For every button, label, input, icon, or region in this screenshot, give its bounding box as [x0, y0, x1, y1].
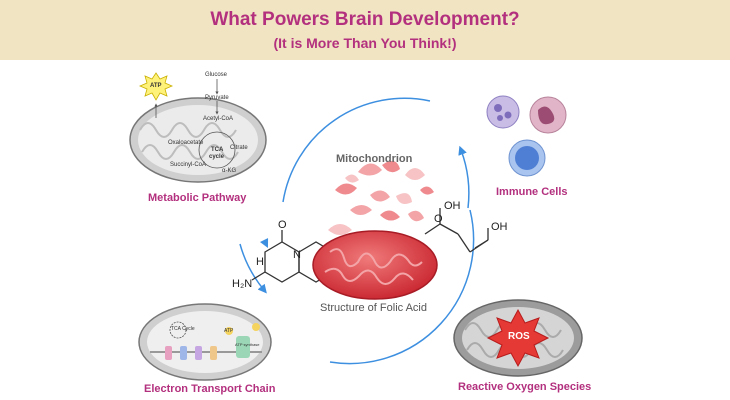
step-pyruvate: Pyruvate [205, 95, 229, 101]
immune-cells-label: Immune Cells [496, 186, 568, 198]
mitochondrion-label: Mitochondrion [336, 153, 413, 165]
folic-acid-label: Structure of Folic Acid [320, 302, 427, 314]
metabolic-pathway-label: Metabolic Pathway [148, 192, 247, 204]
etc-synthase-label: ATP synthase [235, 342, 260, 347]
etc-mitochondrion [138, 303, 272, 381]
ros-badge: ROS [508, 331, 530, 342]
cycle-label: cycle [209, 154, 225, 160]
nitrogen-label: N [293, 249, 301, 261]
hydrogen-label: H [256, 256, 264, 268]
hydroxyl-label-2: OH [491, 221, 508, 233]
step-oxaloacetate: Oxaloacetate [168, 140, 204, 146]
step-glucose: Glucose [205, 72, 228, 78]
title-banner [0, 0, 730, 60]
hydroxyl-label-1: OH [444, 200, 461, 212]
oxygen-label-1: O [434, 213, 443, 225]
page-subtitle: (It is More Than You Think!) [273, 35, 457, 51]
immune-cells [486, 95, 567, 177]
etc-cycle-label: TCA Cycle [171, 326, 195, 332]
etc-label: Electron Transport Chain [144, 383, 276, 395]
ros-mitochondrion [453, 299, 583, 377]
step-alpha-kg: α-KG [222, 168, 237, 174]
oxygen-label-2: O [278, 219, 287, 231]
metabolic-mitochondrion [129, 79, 267, 183]
step-acetyl-coa: Acetyl-CoA [203, 116, 234, 122]
step-succinyl-coa: Succinyl-CoA [170, 162, 207, 168]
step-citrate: Citrate [230, 145, 248, 151]
atp-burst [138, 72, 174, 101]
tca-label: TCA [211, 147, 224, 153]
page-title: What Powers Brain Development? [210, 9, 520, 30]
etc-atp-label: ATP [224, 328, 234, 334]
amino-label: H₂N [232, 278, 253, 290]
ros-label: Reactive Oxygen Species [458, 381, 592, 393]
atp-badge: ATP [150, 83, 162, 89]
mitochondrion-fragments [328, 160, 434, 235]
cycle-arrows [239, 97, 475, 365]
mitochondrion-body [312, 230, 438, 300]
